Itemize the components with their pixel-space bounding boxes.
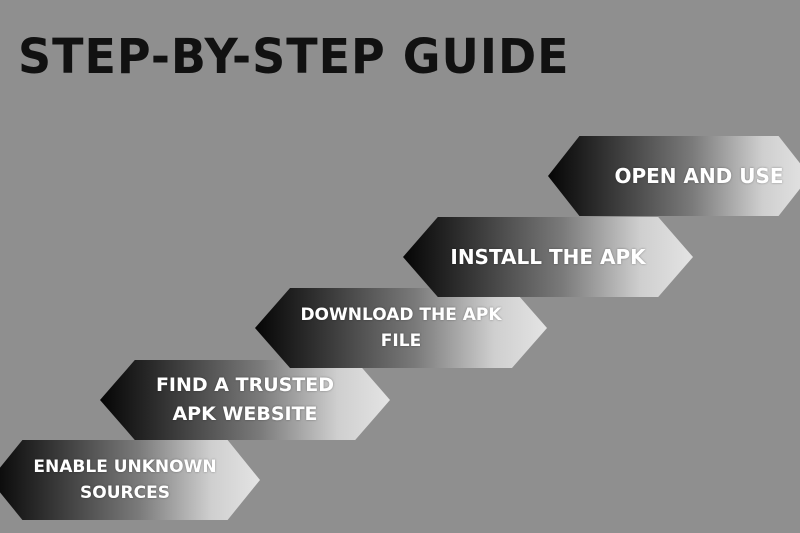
page-title: Step-by-Step Guide [18, 28, 570, 85]
step-label: Enable Unknown Sources [33, 456, 217, 503]
step-arrow-find-trusted-apk-website: Find a Trusted APK Website [100, 360, 390, 440]
step-label: Download the APK File [300, 304, 502, 351]
step-arrow-download-apk-file: Download the APK File [255, 288, 547, 368]
step-arrow-enable-unknown-sources: Enable Unknown Sources [0, 440, 260, 520]
step-label: Open and Use [614, 163, 784, 188]
step-arrow-open-and-use: Open and Use [548, 136, 800, 216]
step-label: Install the APK [450, 244, 646, 269]
step-arrow-install-apk: Install the APK [403, 217, 693, 297]
step-label: Find a Trusted APK Website [155, 373, 335, 425]
